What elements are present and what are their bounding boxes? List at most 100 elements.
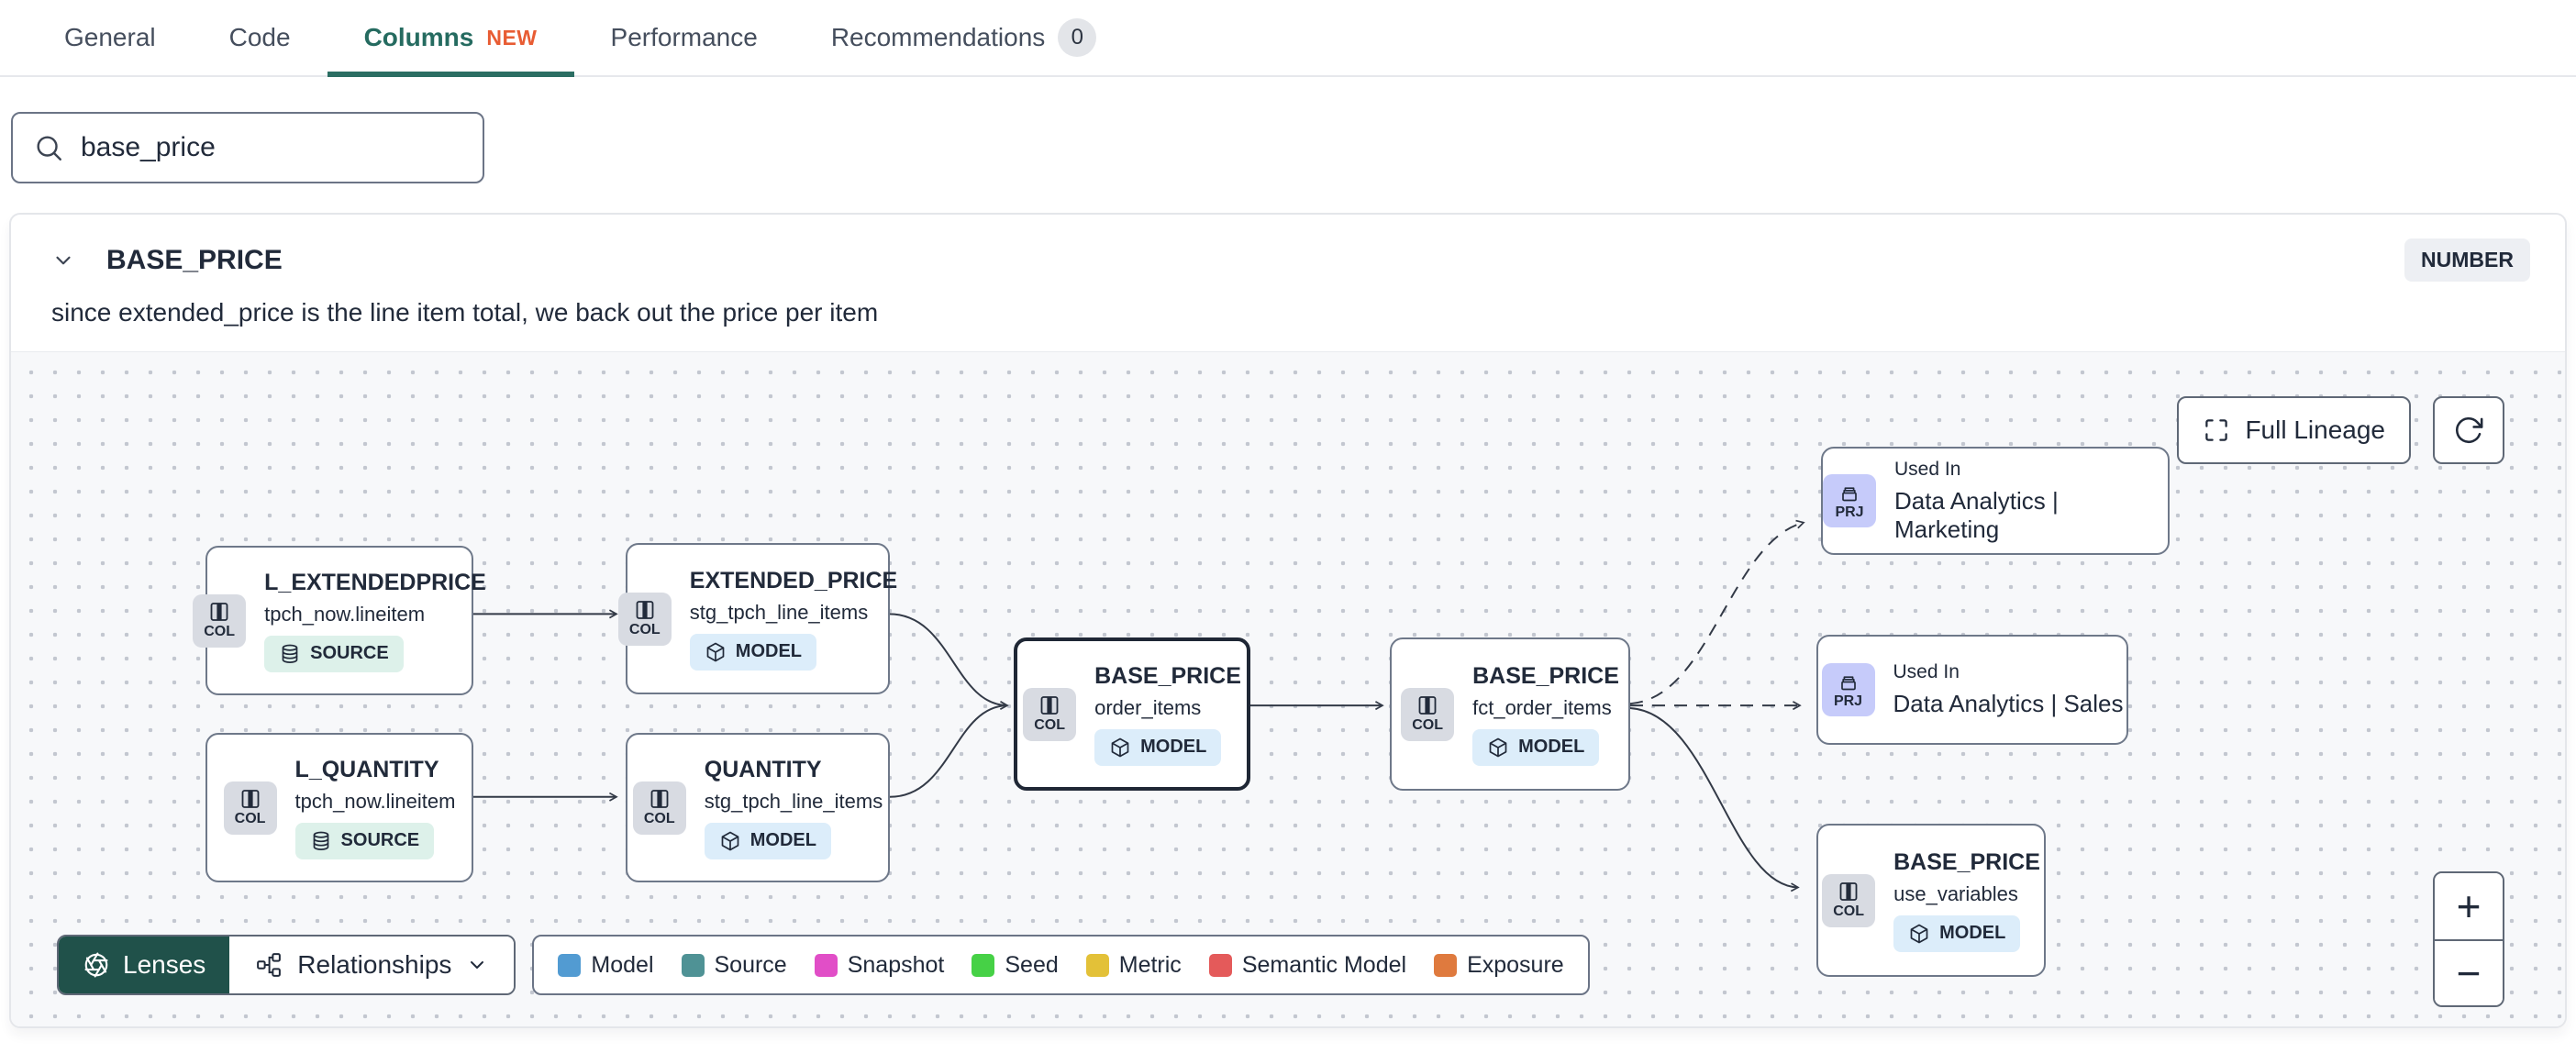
cube-icon	[1111, 737, 1129, 757]
legend-label: Metric	[1118, 951, 1182, 978]
relationships-label: Relationships	[297, 950, 452, 979]
database-icon	[313, 831, 328, 850]
database-icon	[282, 644, 298, 663]
node-body: Used In Data Analytics | Marketing	[1894, 459, 2168, 544]
lineage-node-base-price-order-items[interactable]: COL BASE_PRICE order_items MODEL	[1014, 637, 1250, 791]
node-title: BASE_PRICE	[1094, 662, 1241, 689]
model-badge: MODEL	[1472, 728, 1600, 766]
project-chip: PRJ	[1821, 663, 1875, 716]
count-badge: 0	[1058, 18, 1097, 57]
column-chip: COL	[1023, 687, 1077, 741]
column-chip: COL	[193, 593, 247, 648]
lens-relationship-group: Lenses Relationships	[57, 935, 516, 995]
source-badge: SOURCE	[264, 635, 404, 672]
chip-label: COL	[1034, 717, 1065, 733]
legend-swatch	[1085, 953, 1109, 977]
legend-swatch	[681, 953, 705, 977]
collapse-button[interactable]	[51, 249, 75, 272]
node-body: Used In Data Analytics | Sales	[1893, 661, 2124, 718]
lineage-node-base-price-use-variables[interactable]: COL BASE_PRICE use_variables MODEL	[1816, 824, 2046, 977]
badge-label: MODEL	[1518, 737, 1585, 757]
legend-item-source: Source	[681, 952, 787, 979]
tab-label: Performance	[610, 23, 758, 51]
cube-icon	[1489, 737, 1507, 757]
lineage-canvas[interactable]: COL L_EXTENDEDPRICE tpch_now.lineitem SO…	[11, 351, 2565, 1026]
tab-label: General	[64, 23, 156, 51]
columns-icon	[650, 790, 669, 808]
lineage-node-quantity[interactable]: COL QUANTITY stg_tpch_line_items MODEL	[626, 733, 890, 882]
lineage-edges	[473, 519, 1805, 892]
column-panel: BASE_PRICE NUMBER since extended_price i…	[9, 213, 2567, 1028]
chip-label: COL	[234, 811, 266, 826]
chip-label: COL	[1412, 717, 1443, 733]
canvas-toolbar: Lenses Relationships Model Source Snapsh…	[57, 935, 1590, 995]
new-badge: NEW	[486, 25, 538, 50]
legend-item-snapshot: Snapshot	[814, 951, 945, 979]
tab-bar: General Code Columns NEW Performance Rec…	[0, 0, 2576, 77]
refresh-button[interactable]	[2433, 396, 2504, 464]
lineage-node-used-in-sales[interactable]: PRJ Used In Data Analytics | Sales	[1816, 635, 2128, 745]
lineage-node-extended-price[interactable]: COL EXTENDED_PRICE stg_tpch_line_items M…	[617, 543, 897, 694]
lineage-node-base-price-fct-order-items[interactable]: COL BASE_PRICE fct_order_items MODEL	[1390, 637, 1630, 791]
chip-label: PRJ	[1835, 504, 1864, 520]
tab-general[interactable]: General	[28, 0, 193, 75]
node-body: BASE_PRICE fct_order_items MODEL	[1472, 663, 1619, 766]
chip-label: COL	[643, 811, 675, 826]
node-subtitle: tpch_now.lineitem	[264, 602, 426, 626]
node-body: BASE_PRICE order_items MODEL	[1094, 663, 1241, 766]
tab-recommendations[interactable]: Recommendations 0	[794, 0, 1133, 75]
legend-item-metric: Metric	[1085, 951, 1182, 979]
search-box[interactable]	[11, 112, 484, 183]
expand-icon	[2205, 419, 2228, 441]
legend-label: Semantic Model	[1241, 951, 1407, 978]
node-body: EXTENDED_PRICE stg_tpch_line_items MODEL	[689, 567, 898, 671]
full-lineage-button[interactable]: Full Lineage	[2177, 396, 2411, 464]
node-body: L_EXTENDEDPRICE tpch_now.lineitem SOURCE	[264, 570, 486, 672]
lineage-node-l-extendedprice[interactable]: COL L_EXTENDEDPRICE tpch_now.lineitem SO…	[193, 546, 486, 695]
search-icon	[37, 136, 61, 161]
used-in-label: Used In	[1893, 661, 1960, 682]
lineage-node-l-quantity[interactable]: COL L_QUANTITY tpch_now.lineitem SOURCE	[205, 733, 473, 882]
model-badge: MODEL	[1094, 728, 1222, 766]
full-lineage-label: Full Lineage	[2245, 416, 2385, 444]
used-in-label: Used In	[1894, 458, 1961, 480]
column-type-badge: NUMBER	[2404, 238, 2530, 282]
lineage-node-used-in-marketing[interactable]: PRJ Used In Data Analytics | Marketing	[1821, 447, 2170, 555]
search-input[interactable]	[81, 132, 462, 163]
badge-label: MODEL	[1939, 923, 2006, 943]
cube-icon	[706, 642, 725, 661]
node-title: Data Analytics | Sales	[1893, 690, 2124, 717]
tab-code[interactable]: Code	[193, 0, 328, 75]
badge-label: MODEL	[735, 641, 802, 661]
column-description: since extended_price is the line item to…	[51, 298, 879, 327]
columns-icon	[210, 603, 228, 621]
node-title: BASE_PRICE	[1893, 848, 2040, 875]
node-title: L_QUANTITY	[294, 756, 439, 782]
chevron-down-icon	[56, 256, 71, 264]
tab-performance[interactable]: Performance	[574, 0, 794, 75]
badge-label: SOURCE	[310, 643, 389, 663]
badge-label: MODEL	[1140, 737, 1207, 757]
node-title: Data Analytics | Marketing	[1894, 486, 2059, 543]
column-chip: COL	[1401, 687, 1455, 741]
node-title: EXTENDED_PRICE	[689, 567, 898, 593]
relationships-icon	[257, 953, 282, 977]
zoom-out-button[interactable]: −	[2435, 939, 2503, 1005]
columns-icon	[1040, 696, 1059, 715]
column-header: BASE_PRICE NUMBER	[11, 215, 2565, 282]
zoom-in-button[interactable]: +	[2435, 873, 2503, 939]
node-subtitle: use_variables	[1893, 881, 2018, 905]
legend-swatch	[558, 953, 582, 977]
lenses-label: Lenses	[123, 950, 206, 979]
tab-label: Columns	[363, 23, 474, 51]
legend-label: Snapshot	[847, 951, 945, 978]
chevron-down-icon	[471, 961, 484, 969]
node-subtitle: stg_tpch_line_items	[689, 600, 869, 624]
tab-columns[interactable]: Columns NEW	[327, 0, 574, 77]
relationships-dropdown[interactable]: Relationships	[229, 937, 515, 993]
chip-label: COL	[204, 624, 236, 639]
lenses-button[interactable]: Lenses	[59, 937, 230, 993]
refresh-icon	[2456, 417, 2483, 443]
columns-icon	[1418, 696, 1437, 715]
project-chip: PRJ	[1823, 474, 1876, 527]
